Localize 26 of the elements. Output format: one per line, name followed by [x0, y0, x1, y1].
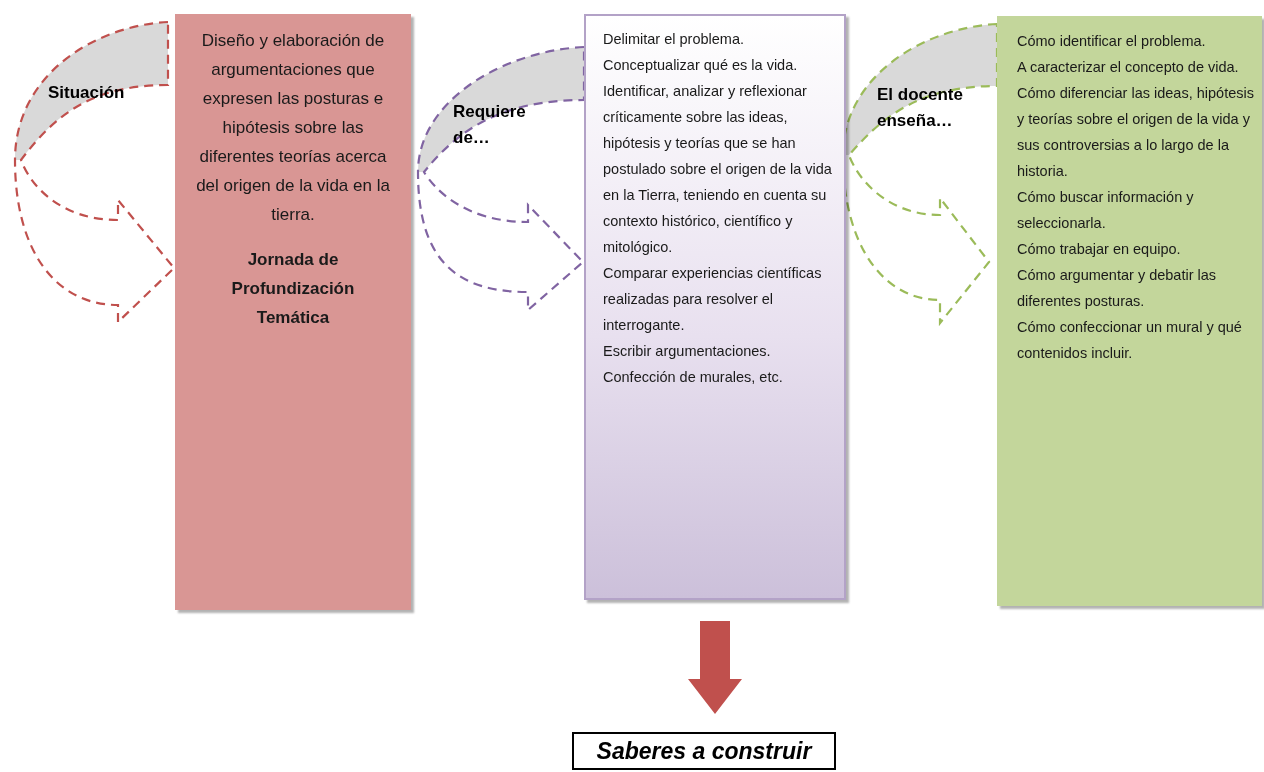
box-text: Escribir argumentaciones. [603, 342, 771, 361]
edge-label: El docente enseña… [877, 84, 964, 132]
content-box [584, 14, 846, 600]
block-arrow [688, 621, 742, 714]
box-text: Cómo trabajar en equipo. [1017, 240, 1181, 259]
box-text: Confección de murales, etc. [603, 368, 783, 387]
box-text: Comparar experiencias científicas realizadas para resolver el interrogante. [603, 264, 823, 335]
edge-label: Requiere de… [453, 101, 527, 149]
result-box [572, 732, 836, 770]
content-box [997, 16, 1262, 606]
box-text: Delimitar el problema. [603, 30, 745, 49]
box-text: Cómo identificar el problema. [1017, 32, 1206, 51]
content-box [175, 14, 411, 610]
box-text: Cómo buscar información y seleccionarla. [1017, 188, 1195, 233]
box-text: Diseño y elaboración de argumentaciones que expresen las posturas e hipótesis sobre las diferentes teorías acerca del origen de la vida en la tierra. [195, 30, 391, 226]
curved-arrow [13, 20, 176, 324]
curved-arrow [416, 45, 586, 312]
edge-label: Situación [48, 82, 126, 104]
box-text: Cómo confeccionar un mural y qué contenidos incluir. [1017, 318, 1243, 363]
box-text: Conceptualizar qué es la vida. [603, 56, 798, 75]
box-text: Cómo argumentar y debatir las diferentes posturas. [1017, 266, 1218, 311]
box-text: Saberes a construir [596, 736, 812, 766]
box-text: A caracterizar el concepto de vida. [1017, 58, 1239, 77]
box-heading: Jornada de Profundización Temática [230, 249, 356, 329]
box-text: Identificar, analizar y reflexionar críticamente sobre las ideas, hipótesis y teorías que se han postulado sobre el origen de la vida en la Tierra, teniendo en cuenta su contexto histórico, científico y mitológico. [603, 82, 833, 257]
box-text: Cómo diferenciar las ideas, hipótesis y teorías sobre el origen de la vida y sus controversias a lo largo de la historia. [1017, 84, 1254, 181]
